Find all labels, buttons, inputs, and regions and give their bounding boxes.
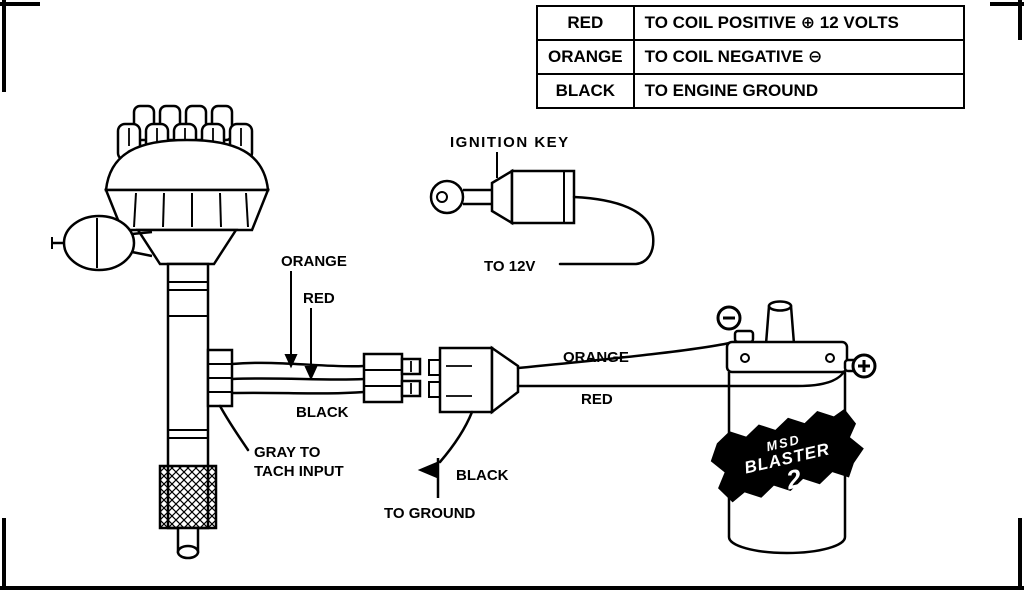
female-connector [428,345,520,415]
coil-brand-sticker: MSD BLASTER 2 [710,408,864,503]
ignition-key-label: IGNITION KEY [450,134,570,151]
orange-wire [230,361,366,368]
distributor-cap-ribs [133,192,249,228]
red-wire [230,377,366,381]
distributor-cap-dome [104,138,270,192]
legend-row-black: BLACK TO ENGINE GROUND [536,73,965,109]
ground-icon [417,458,440,498]
gray-wire-label-line1: GRAY TO [254,444,321,461]
coil-red-label: RED [581,391,613,408]
legend-color-cell: ORANGE [536,39,635,75]
legend-row-red: RED TO COIL POSITIVE ⊕ 12 VOLTS [536,5,965,41]
shaft-tip-end [176,544,200,560]
ignition-supply-wire [558,195,655,266]
vacuum-advance [51,214,153,272]
distributor-housing [135,228,239,266]
black-wire-label: BLACK [296,404,349,421]
distributor [51,104,270,560]
distributor-cap-skirt [104,188,270,232]
to-ground-label: TO GROUND [384,505,476,522]
coil-cap [725,340,849,374]
coil-negative-icon [716,305,742,331]
ignition-key [429,168,576,226]
coil-positive-icon [851,353,877,379]
coil-brand-line3: 2 [783,463,805,496]
shaft-collars [168,281,208,439]
drive-gear [158,464,218,530]
red-label-arrow [304,308,318,381]
to-12v-label: TO 12V [484,258,535,275]
black-ground-wire [438,410,474,464]
ground-black-label: BLACK [456,467,509,484]
orange-label-arrow [284,271,298,369]
red-wire-label: RED [303,290,335,307]
legend-desc-cell: TO COIL NEGATIVE ⊖ [632,39,965,75]
legend-row-orange: ORANGE TO COIL NEGATIVE ⊖ [536,39,965,75]
gray-tach-wire [218,404,250,452]
wire-grommet [206,348,234,408]
coil-negative-terminal [733,329,755,344]
orange-wire-label: ORANGE [281,253,347,270]
gray-wire-label-line2: TACH INPUT [254,463,344,480]
coil-orange-label: ORANGE [563,349,629,366]
legend-desc-cell: TO COIL POSITIVE ⊕ 12 VOLTS [632,5,965,41]
legend-desc-cell: TO ENGINE GROUND [632,73,965,109]
legend-color-cell: BLACK [536,73,635,109]
orange-wire-to-coil [516,340,736,370]
black-wire [230,390,366,395]
wire-color-legend-table: RED TO COIL POSITIVE ⊕ 12 VOLTS ORANGE T… [536,5,965,109]
legend-color-cell: RED [536,5,635,41]
male-connector [362,352,422,404]
